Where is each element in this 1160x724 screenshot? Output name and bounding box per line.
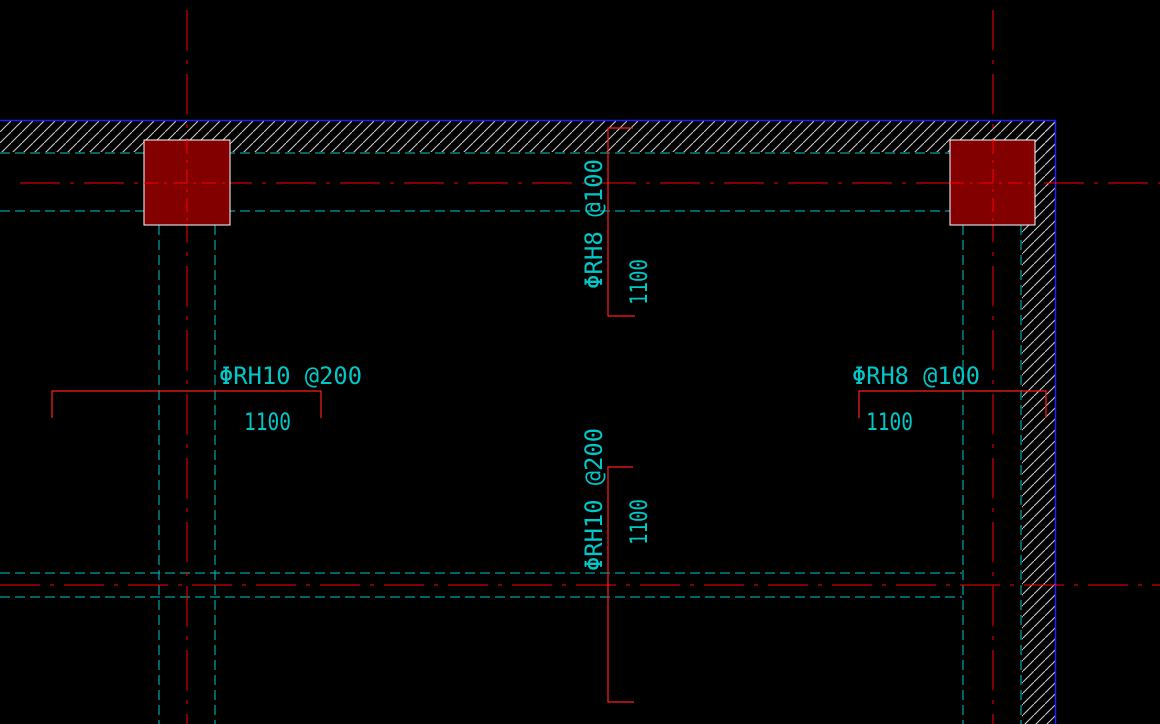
columns [143, 139, 1036, 226]
bottom-rebar-length-label[interactable]: 1100 [625, 499, 653, 545]
rebar-marker-top[interactable] [607, 127, 635, 317]
right-rebar-spec-label[interactable]: ΦRH8 @100 [852, 362, 980, 390]
axis-lines [0, 10, 1160, 724]
top-rebar-spec-label[interactable]: ΦRH8 @100 [580, 159, 608, 289]
rebar-markers [51, 127, 1047, 703]
beam-edges [0, 152, 1022, 724]
slab-boundary [0, 119, 1057, 724]
bottom-rebar-spec-label[interactable]: ΦRH10 @200 [580, 428, 608, 571]
rebar-marker-right[interactable] [858, 390, 1047, 418]
rebar-marker-bottom[interactable] [607, 466, 634, 703]
column-left[interactable] [143, 139, 231, 226]
top-rebar-length-label[interactable]: 1100 [625, 259, 653, 305]
column-right[interactable] [949, 139, 1036, 226]
right-rebar-length-label[interactable]: 1100 [866, 408, 913, 436]
rebar-annotations: ΦRH8 @100 1100 ΦRH10 @200 1100 ΦRH8 @100… [219, 159, 980, 571]
left-rebar-length-label[interactable]: 1100 [244, 408, 291, 436]
left-rebar-spec-label[interactable]: ΦRH10 @200 [219, 362, 362, 390]
rebar-marker-left[interactable] [51, 390, 322, 418]
